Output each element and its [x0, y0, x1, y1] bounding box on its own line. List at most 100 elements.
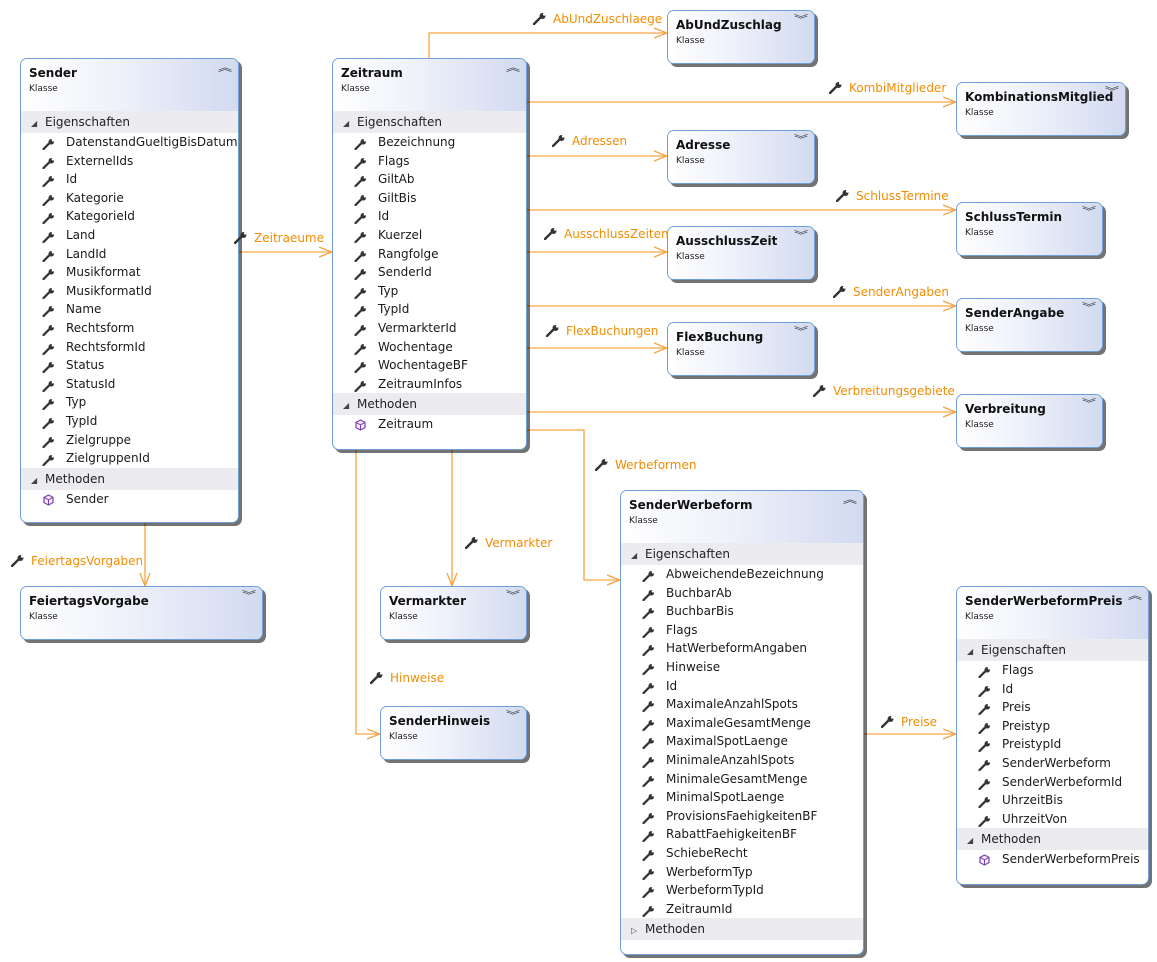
property-item[interactable]: MinimalSpotLaenge	[621, 788, 863, 807]
chevron-up-icon[interactable]: ︽	[506, 63, 520, 74]
label-schluss-termine[interactable]: SchlussTermine	[836, 189, 949, 203]
property-item[interactable]: LandId	[21, 245, 238, 264]
class-sender-angabe[interactable]: SenderAngabe Klasse ︾	[956, 298, 1103, 352]
class-ausschluss-zeit[interactable]: AusschlussZeit Klasse ︾	[667, 226, 815, 280]
class-header[interactable]: Sender Klasse ︽	[21, 59, 238, 111]
property-item[interactable]: SenderWerbeformId	[957, 773, 1148, 792]
class-header[interactable]: KombinationsMitglied Klasse ︾	[957, 83, 1125, 135]
property-item[interactable]: SenderWerbeform	[957, 754, 1148, 773]
class-sender-werbeform-preis[interactable]: SenderWerbeformPreis Klasse ︽ ◢Eigenscha…	[956, 586, 1149, 885]
property-item[interactable]: Kuerzel	[333, 226, 526, 245]
section-methods[interactable]: ◢Methoden	[333, 393, 526, 416]
class-header[interactable]: SchlussTermin Klasse ︾	[957, 203, 1102, 255]
section-methods[interactable]: ◢Methoden	[957, 828, 1148, 851]
class-verbreitung[interactable]: Verbreitung Klasse ︾	[956, 394, 1103, 448]
label-flex-buchungen[interactable]: FlexBuchungen	[546, 324, 658, 338]
property-item[interactable]: PreistypId	[957, 735, 1148, 754]
chevron-down-icon[interactable]: ︾	[1082, 303, 1096, 314]
property-item[interactable]: TypId	[333, 300, 526, 319]
chevron-up-icon[interactable]: ︽	[843, 495, 857, 506]
chevron-down-icon[interactable]: ︾	[506, 591, 520, 602]
property-item[interactable]: Id	[957, 680, 1148, 699]
property-item[interactable]: Bezeichnung	[333, 133, 526, 152]
property-item[interactable]: Kategorie	[21, 189, 238, 208]
property-item[interactable]: Preistyp	[957, 717, 1148, 736]
property-item[interactable]: Typ	[333, 282, 526, 301]
class-feiertags-vorgabe[interactable]: FeiertagsVorgabe Klasse ︾	[20, 586, 263, 640]
section-methods[interactable]: ◢Methoden	[21, 467, 238, 490]
class-header[interactable]: Verbreitung Klasse ︾	[957, 395, 1102, 447]
chevron-down-icon[interactable]: ︾	[794, 135, 808, 146]
label-ausschluss-zeiten[interactable]: AusschlussZeiten	[544, 227, 669, 241]
class-sender[interactable]: Sender Klasse ︽ ◢Eigenschaften Datenstan…	[20, 58, 239, 523]
class-sender-werbeform[interactable]: SenderWerbeform Klasse ︽ ◢Eigenschaften …	[620, 490, 864, 955]
section-properties[interactable]: ◢Eigenschaften	[957, 639, 1148, 661]
class-header[interactable]: SenderAngabe Klasse ︾	[957, 299, 1102, 351]
property-item[interactable]: ZeitraumId	[621, 900, 863, 919]
property-item[interactable]: ExternelIds	[21, 152, 238, 171]
class-header[interactable]: SenderWerbeformPreis Klasse ︽	[957, 587, 1148, 639]
section-properties[interactable]: ◢Eigenschaften	[21, 111, 238, 133]
property-item[interactable]: WerbeformTyp	[621, 863, 863, 882]
property-item[interactable]: SenderId	[333, 263, 526, 282]
chevron-down-icon[interactable]: ︾	[242, 591, 256, 602]
property-item[interactable]: Musikformat	[21, 263, 238, 282]
property-item[interactable]: ProvisionsFaehigkeitenBF	[621, 807, 863, 826]
class-header[interactable]: Vermarkter Klasse ︾	[381, 587, 526, 639]
property-item[interactable]: VermarkterId	[333, 319, 526, 338]
property-item[interactable]: GiltAb	[333, 170, 526, 189]
method-item[interactable]: Sender	[21, 490, 238, 509]
property-item[interactable]: MaximalSpotLaenge	[621, 732, 863, 751]
class-header[interactable]: Adresse Klasse ︾	[668, 131, 814, 183]
chevron-down-icon[interactable]: ︾	[1082, 399, 1096, 410]
property-item[interactable]: ZeitraumInfos	[333, 375, 526, 394]
class-header[interactable]: AusschlussZeit Klasse ︾	[668, 227, 814, 279]
chevron-down-icon[interactable]: ︾	[1082, 207, 1096, 218]
class-header[interactable]: SenderHinweis Klasse ︾	[381, 707, 526, 759]
property-item[interactable]: DatenstandGueltigBisDatum	[21, 133, 238, 152]
property-item[interactable]: MaximaleGesamtMenge	[621, 714, 863, 733]
property-item[interactable]: ZielgruppenId	[21, 449, 238, 468]
class-sender-hinweis[interactable]: SenderHinweis Klasse ︾	[380, 706, 527, 760]
property-item[interactable]: Flags	[621, 621, 863, 640]
chevron-down-icon[interactable]: ︾	[794, 15, 808, 26]
method-item[interactable]: SenderWerbeformPreis	[957, 850, 1148, 869]
property-item[interactable]: RabattFaehigkeitenBF	[621, 825, 863, 844]
label-vermarkter[interactable]: Vermarkter	[465, 536, 552, 550]
class-header[interactable]: AbUndZuschlag Klasse ︾	[668, 11, 814, 63]
property-item[interactable]: SchiebeRecht	[621, 844, 863, 863]
property-item[interactable]: KategorieId	[21, 207, 238, 226]
property-item[interactable]: UhrzeitVon	[957, 810, 1148, 829]
property-item[interactable]: Wochentage	[333, 338, 526, 357]
class-adresse[interactable]: Adresse Klasse ︾	[667, 130, 815, 184]
chevron-down-icon[interactable]: ︾	[1105, 87, 1119, 98]
property-item[interactable]: Hinweise	[621, 658, 863, 677]
chevron-up-icon[interactable]: ︽	[1128, 591, 1142, 602]
label-verbreitungsgebiete[interactable]: Verbreitungsgebiete	[813, 384, 955, 398]
property-item[interactable]: MinimaleGesamtMenge	[621, 770, 863, 789]
class-kombinations-mitglied[interactable]: KombinationsMitglied Klasse ︾	[956, 82, 1126, 136]
label-zeitraeume[interactable]: Zeitraeume	[234, 231, 324, 245]
class-flex-buchung[interactable]: FlexBuchung Klasse ︾	[667, 322, 815, 376]
property-item[interactable]: GiltBis	[333, 189, 526, 208]
property-item[interactable]: MusikformatId	[21, 282, 238, 301]
property-item[interactable]: Typ	[21, 393, 238, 412]
label-werbeformen[interactable]: Werbeformen	[595, 458, 696, 472]
chevron-up-icon[interactable]: ︽	[218, 63, 232, 74]
label-feiertags-vorgaben[interactable]: FeiertagsVorgaben	[11, 554, 143, 568]
section-methods[interactable]: ▷Methoden	[621, 918, 863, 941]
label-preise[interactable]: Preise	[881, 715, 937, 729]
class-vermarkter[interactable]: Vermarkter Klasse ︾	[380, 586, 527, 640]
property-item[interactable]: Preis	[957, 698, 1148, 717]
label-adressen[interactable]: Adressen	[552, 134, 627, 148]
property-item[interactable]: MinimaleAnzahlSpots	[621, 751, 863, 770]
class-header[interactable]: SenderWerbeform Klasse ︽	[621, 491, 863, 543]
property-item[interactable]: Id	[21, 170, 238, 189]
property-item[interactable]: WerbeformTypId	[621, 881, 863, 900]
property-item[interactable]: Status	[21, 356, 238, 375]
property-item[interactable]: Id	[621, 677, 863, 696]
chevron-down-icon[interactable]: ︾	[794, 231, 808, 242]
property-item[interactable]: Name	[21, 300, 238, 319]
property-item[interactable]: BuchbarAb	[621, 584, 863, 603]
property-item[interactable]: WochentageBF	[333, 356, 526, 375]
